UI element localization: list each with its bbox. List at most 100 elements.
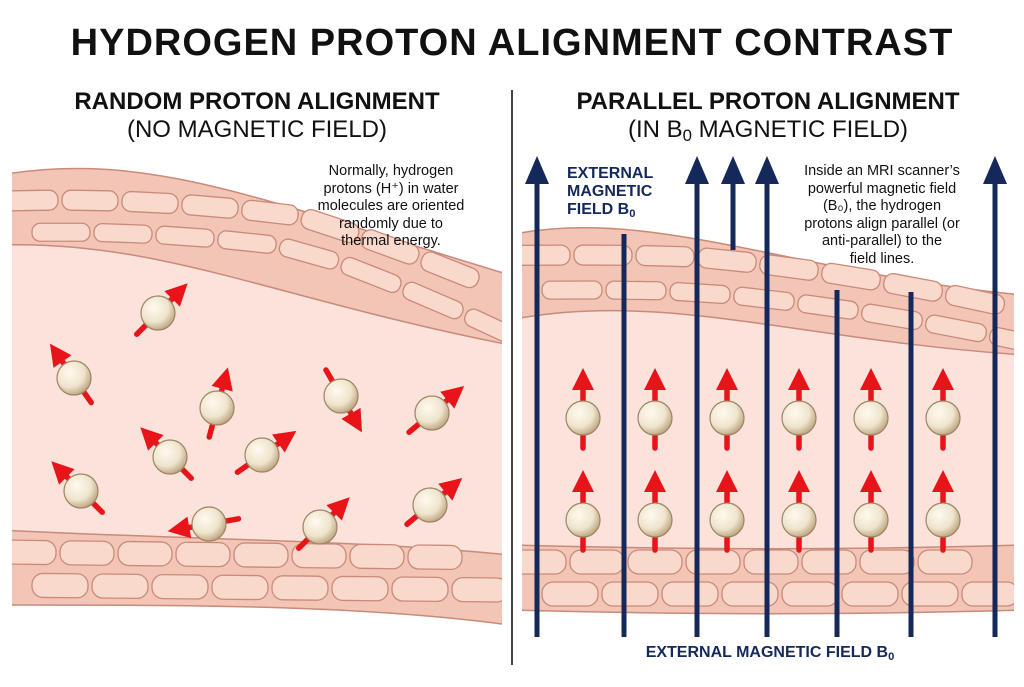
proton [565,470,601,553]
field-line-arrowhead [685,156,709,184]
caption-line: powerful magnetic field [807,180,957,197]
field-line [755,156,779,637]
tissue-cell [759,254,819,281]
left-panel-title: RANDOM PROTON ALIGNMENT (NO MAGNETIC FIE… [12,88,502,144]
bottom-b0-subscript: 0 [888,650,895,663]
caption-line: thermal energy. [341,233,441,249]
proton-sphere [709,502,745,538]
tissue-cell [859,549,915,575]
spin-arrow-head [164,283,188,307]
spin-arrow-head [140,427,164,451]
spin-arrow-head [644,470,666,492]
panel-divider [511,90,513,665]
spin-arrow-head [788,368,810,390]
caption-line: anti-parallel) to the [821,233,943,249]
proton-sphere [637,400,673,436]
tissue-cell [635,244,695,268]
tissue-cell [211,574,269,601]
proton [565,368,601,451]
tissue-cell [901,581,959,607]
proton [140,427,194,481]
spin-arrow-head [167,516,192,539]
tissue-cell [93,222,153,244]
tissue-cell [300,209,360,244]
field-line-arrowhead [721,156,745,184]
proton [296,497,350,551]
tissue-cell [601,581,659,607]
tissue-cell [241,199,299,226]
bottom-b0-prefix: EXTERNAL MAGNETIC FIELD B [645,644,889,661]
tissue-cell [331,575,389,602]
tissue-cell [743,549,799,575]
proton [925,368,961,451]
tissue-cell [988,327,1014,356]
tissue-cell [841,581,899,607]
proton [51,461,105,515]
magnetic-field-lines [525,156,1007,637]
tissue-cell [661,581,719,607]
field-label-top: EXTERNAL MAGNETIC FIELD B0 [567,165,667,223]
proton [404,478,463,528]
tissue-cell [121,190,179,215]
field-label-line: EXTERNAL [567,165,654,182]
tissue-cell [627,549,683,575]
tissue-cell [541,280,603,300]
proton-sphere [709,400,745,436]
tissue-cell [59,540,115,566]
proton [199,367,235,440]
proton [406,386,465,436]
proton-sphere [152,439,188,475]
right-panel-title: PARALLEL PROTON ALIGNMENT (IN B0 MAGNETI… [522,88,1014,150]
tissue-cell [175,541,231,568]
left-tissue-section [12,167,502,625]
spin-arrow-head [341,407,362,433]
tissue-cell [12,539,57,566]
random-protons [49,283,465,551]
proton [167,506,242,542]
field-line [983,156,1007,637]
tissue-cell [271,575,329,601]
tissue-cell [340,256,402,294]
field-label-bottom: EXTERNAL MAGNETIC FIELD B0 [600,644,940,666]
caption-line: protons (H⁺) in water [323,180,459,197]
field-line-arrowhead [755,156,779,184]
proton [709,368,745,451]
aligned-protons [565,368,961,553]
left-title-line1: RANDOM PROTON ALIGNMENT [74,88,440,115]
field-b0-prefix: FIELD B [567,201,630,218]
proton-sphere [925,400,961,436]
page-title: HYDROGEN PROTON ALIGNMENT CONTRAST [70,22,954,64]
spin-arrow-head [932,470,954,492]
spin-arrow-head [49,343,72,368]
field-line [685,156,709,637]
spin-arrow-head [716,470,738,492]
tissue-cell [12,189,59,212]
proton-sphere [56,360,92,396]
proton-sphere [412,487,448,523]
proton [925,470,961,553]
spin-arrow-head [788,470,810,492]
proton-sphere [637,502,673,538]
tissue-cell [360,229,420,265]
spin-arrow-head [716,368,738,390]
caption-line: protons align parallel (or [804,215,960,232]
field-b0-subscript: 0 [629,207,636,220]
proton [637,470,673,553]
proton-sphere [565,400,601,436]
proton [853,368,889,451]
tissue-cell [464,308,502,348]
field-line-arrowhead [983,156,1007,184]
proton [781,470,817,553]
proton-sphere [781,400,817,436]
caption-line: field lines. [849,250,915,267]
spin-arrow-head [272,430,297,453]
spin-arrow-head [211,367,233,392]
proton-sphere [853,400,889,436]
proton-sphere [191,506,227,542]
tissue-cell [402,281,464,320]
proton-sphere [323,378,359,414]
tissue-cell [151,573,209,600]
tissue-cell [961,581,1014,607]
spin-arrow-head [644,368,666,390]
